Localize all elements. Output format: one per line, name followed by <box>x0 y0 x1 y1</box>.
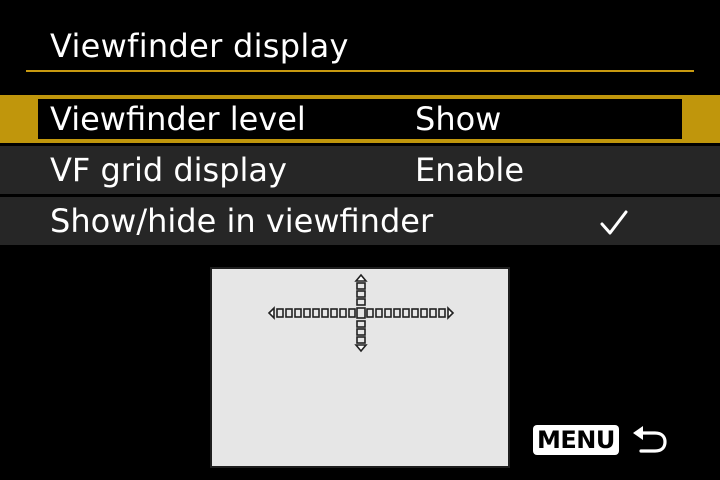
page-title: Viewfinder display <box>50 27 349 65</box>
return-arrow-icon <box>633 426 667 453</box>
title-divider <box>26 70 694 72</box>
menu-return-button[interactable]: MENU <box>533 423 673 459</box>
menu-item-label: VF grid display <box>50 151 287 189</box>
menu-item-label: Show/hide in viewfinder <box>50 202 434 240</box>
menu-item-value: Show <box>415 100 502 138</box>
menu-item-label: Viewfinder level <box>50 100 306 138</box>
viewfinder-preview <box>210 267 510 468</box>
electronic-level-icon <box>267 273 455 353</box>
selection-highlight: Viewfinder level Show <box>38 99 682 139</box>
menu-item-value: Enable <box>415 151 524 189</box>
menu-item-viewfinder-level[interactable]: Viewfinder level Show <box>0 95 720 143</box>
menu-item-show-hide-in-viewfinder[interactable]: Show/hide in viewfinder <box>0 197 720 245</box>
checkmark-icon <box>600 210 628 235</box>
menu-button-label: MENU <box>533 425 619 455</box>
menu-item-vf-grid-display[interactable]: VF grid display Enable <box>0 146 720 194</box>
